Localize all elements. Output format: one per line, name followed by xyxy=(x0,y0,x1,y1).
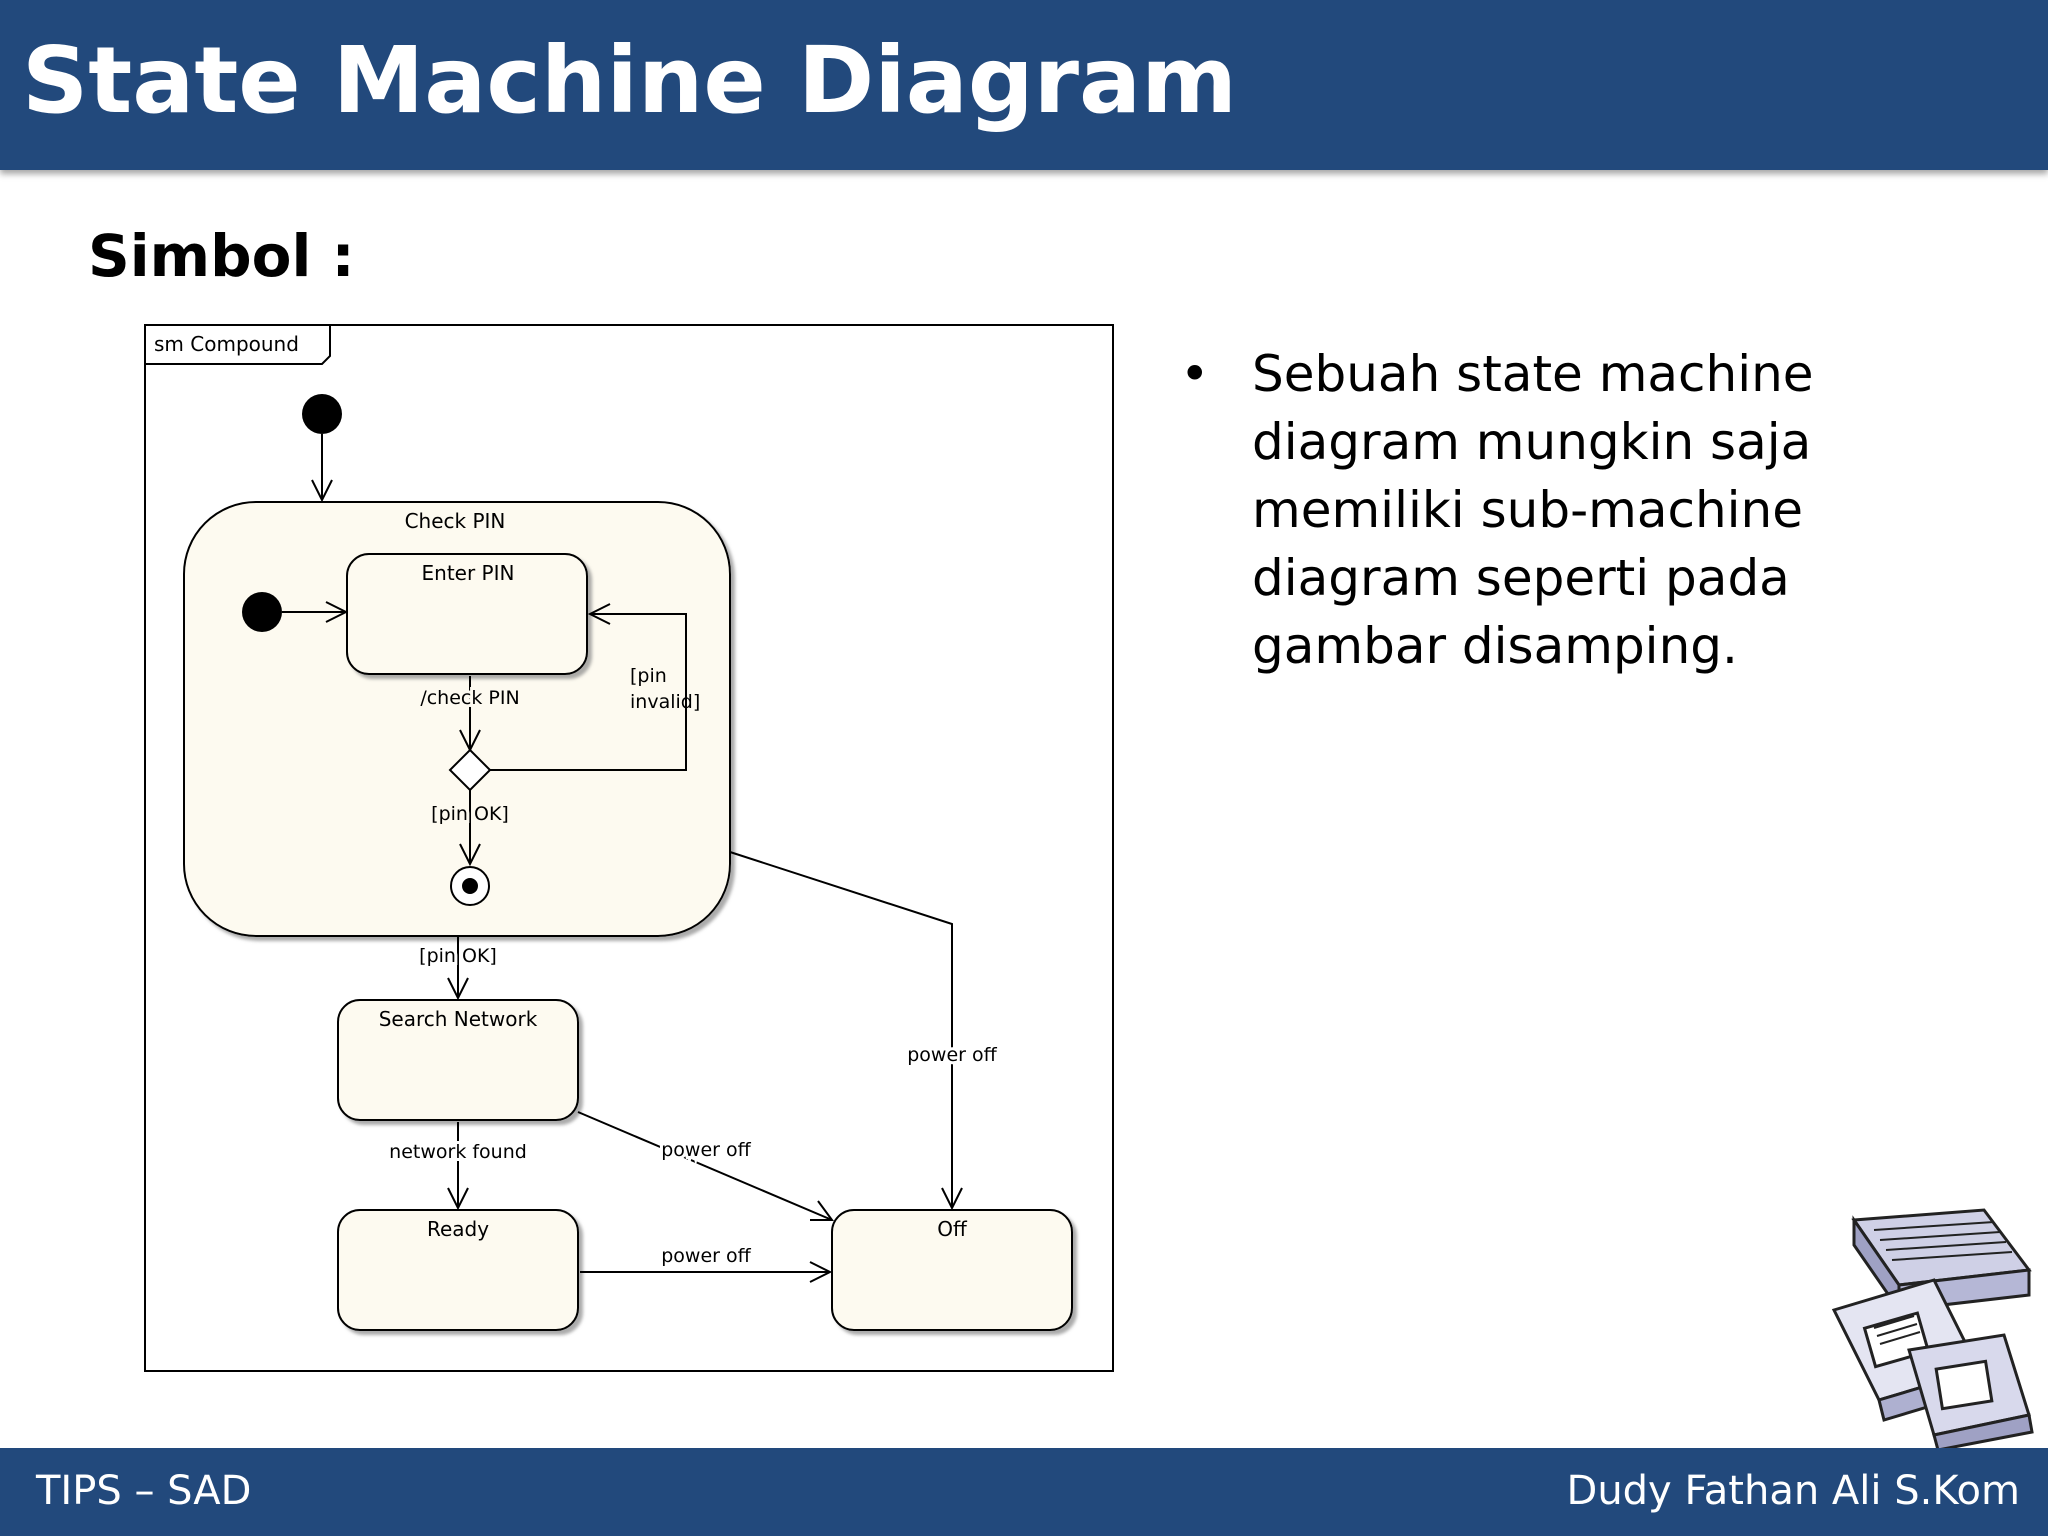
inner-initial-state xyxy=(242,592,282,632)
state-check-pin-label: Check PIN xyxy=(405,509,506,533)
section-heading: Simbol : xyxy=(88,222,355,290)
arrowhead xyxy=(447,1187,469,1211)
state-search-network xyxy=(337,999,579,1121)
transition-pin-ok-inner-label: [pin OK] xyxy=(431,803,509,825)
slide-title: State Machine Diagram xyxy=(22,27,1238,134)
arrowhead xyxy=(447,977,469,1001)
bullet-dot: • xyxy=(1180,345,1210,403)
arrowhead xyxy=(459,843,481,867)
slide-footer: TIPS – SAD Dudy Fathan Ali S.Kom xyxy=(0,1448,2048,1536)
arrowhead xyxy=(311,479,333,503)
state-enter-pin-label: Enter PIN xyxy=(422,561,515,585)
transition-power-off-ready-label: power off xyxy=(661,1245,751,1267)
bullet-list: • Sebuah state machine diagram mungkin s… xyxy=(1180,340,1820,680)
state-off-label: Off xyxy=(937,1217,968,1241)
state-search-network-label: Search Network xyxy=(379,1007,538,1031)
frame-label: sm Compound xyxy=(154,332,299,356)
slide-header: State Machine Diagram xyxy=(0,0,2048,170)
arrowhead xyxy=(810,1200,834,1221)
state-machine-diagram: sm Compound Check PIN Enter PIN /check P… xyxy=(144,324,1114,1372)
arrowhead xyxy=(941,1187,963,1211)
state-enter-pin xyxy=(346,553,588,675)
arrowhead xyxy=(809,1261,833,1283)
transition-pin-ok-outer-label: [pin OK] xyxy=(419,945,497,967)
initial-state xyxy=(302,394,342,434)
arrowhead xyxy=(587,603,611,625)
transition-check-pin-label: /check PIN xyxy=(420,687,519,709)
bullet-item: • Sebuah state machine diagram mungkin s… xyxy=(1180,340,1820,680)
bullet-text: Sebuah state machine diagram mungkin saj… xyxy=(1252,345,1814,675)
frame-label-tab xyxy=(145,325,331,365)
floppy-disks-icon xyxy=(1831,1208,2034,1450)
state-ready xyxy=(337,1209,579,1331)
state-ready-label: Ready xyxy=(427,1217,489,1241)
footer-course-label: TIPS – SAD xyxy=(36,1468,252,1514)
transition-power-off-search-label: power off xyxy=(661,1139,751,1161)
transition-power-off-check-label: power off xyxy=(907,1044,997,1066)
footer-author: Dudy Fathan Ali S.Kom xyxy=(1566,1468,2020,1514)
transition-pin-invalid-line1: [pin xyxy=(630,665,667,687)
transition-pin-invalid-line2: invalid] xyxy=(630,691,700,713)
transition-network-found-label: network found xyxy=(389,1141,527,1163)
arrowhead xyxy=(325,601,349,623)
